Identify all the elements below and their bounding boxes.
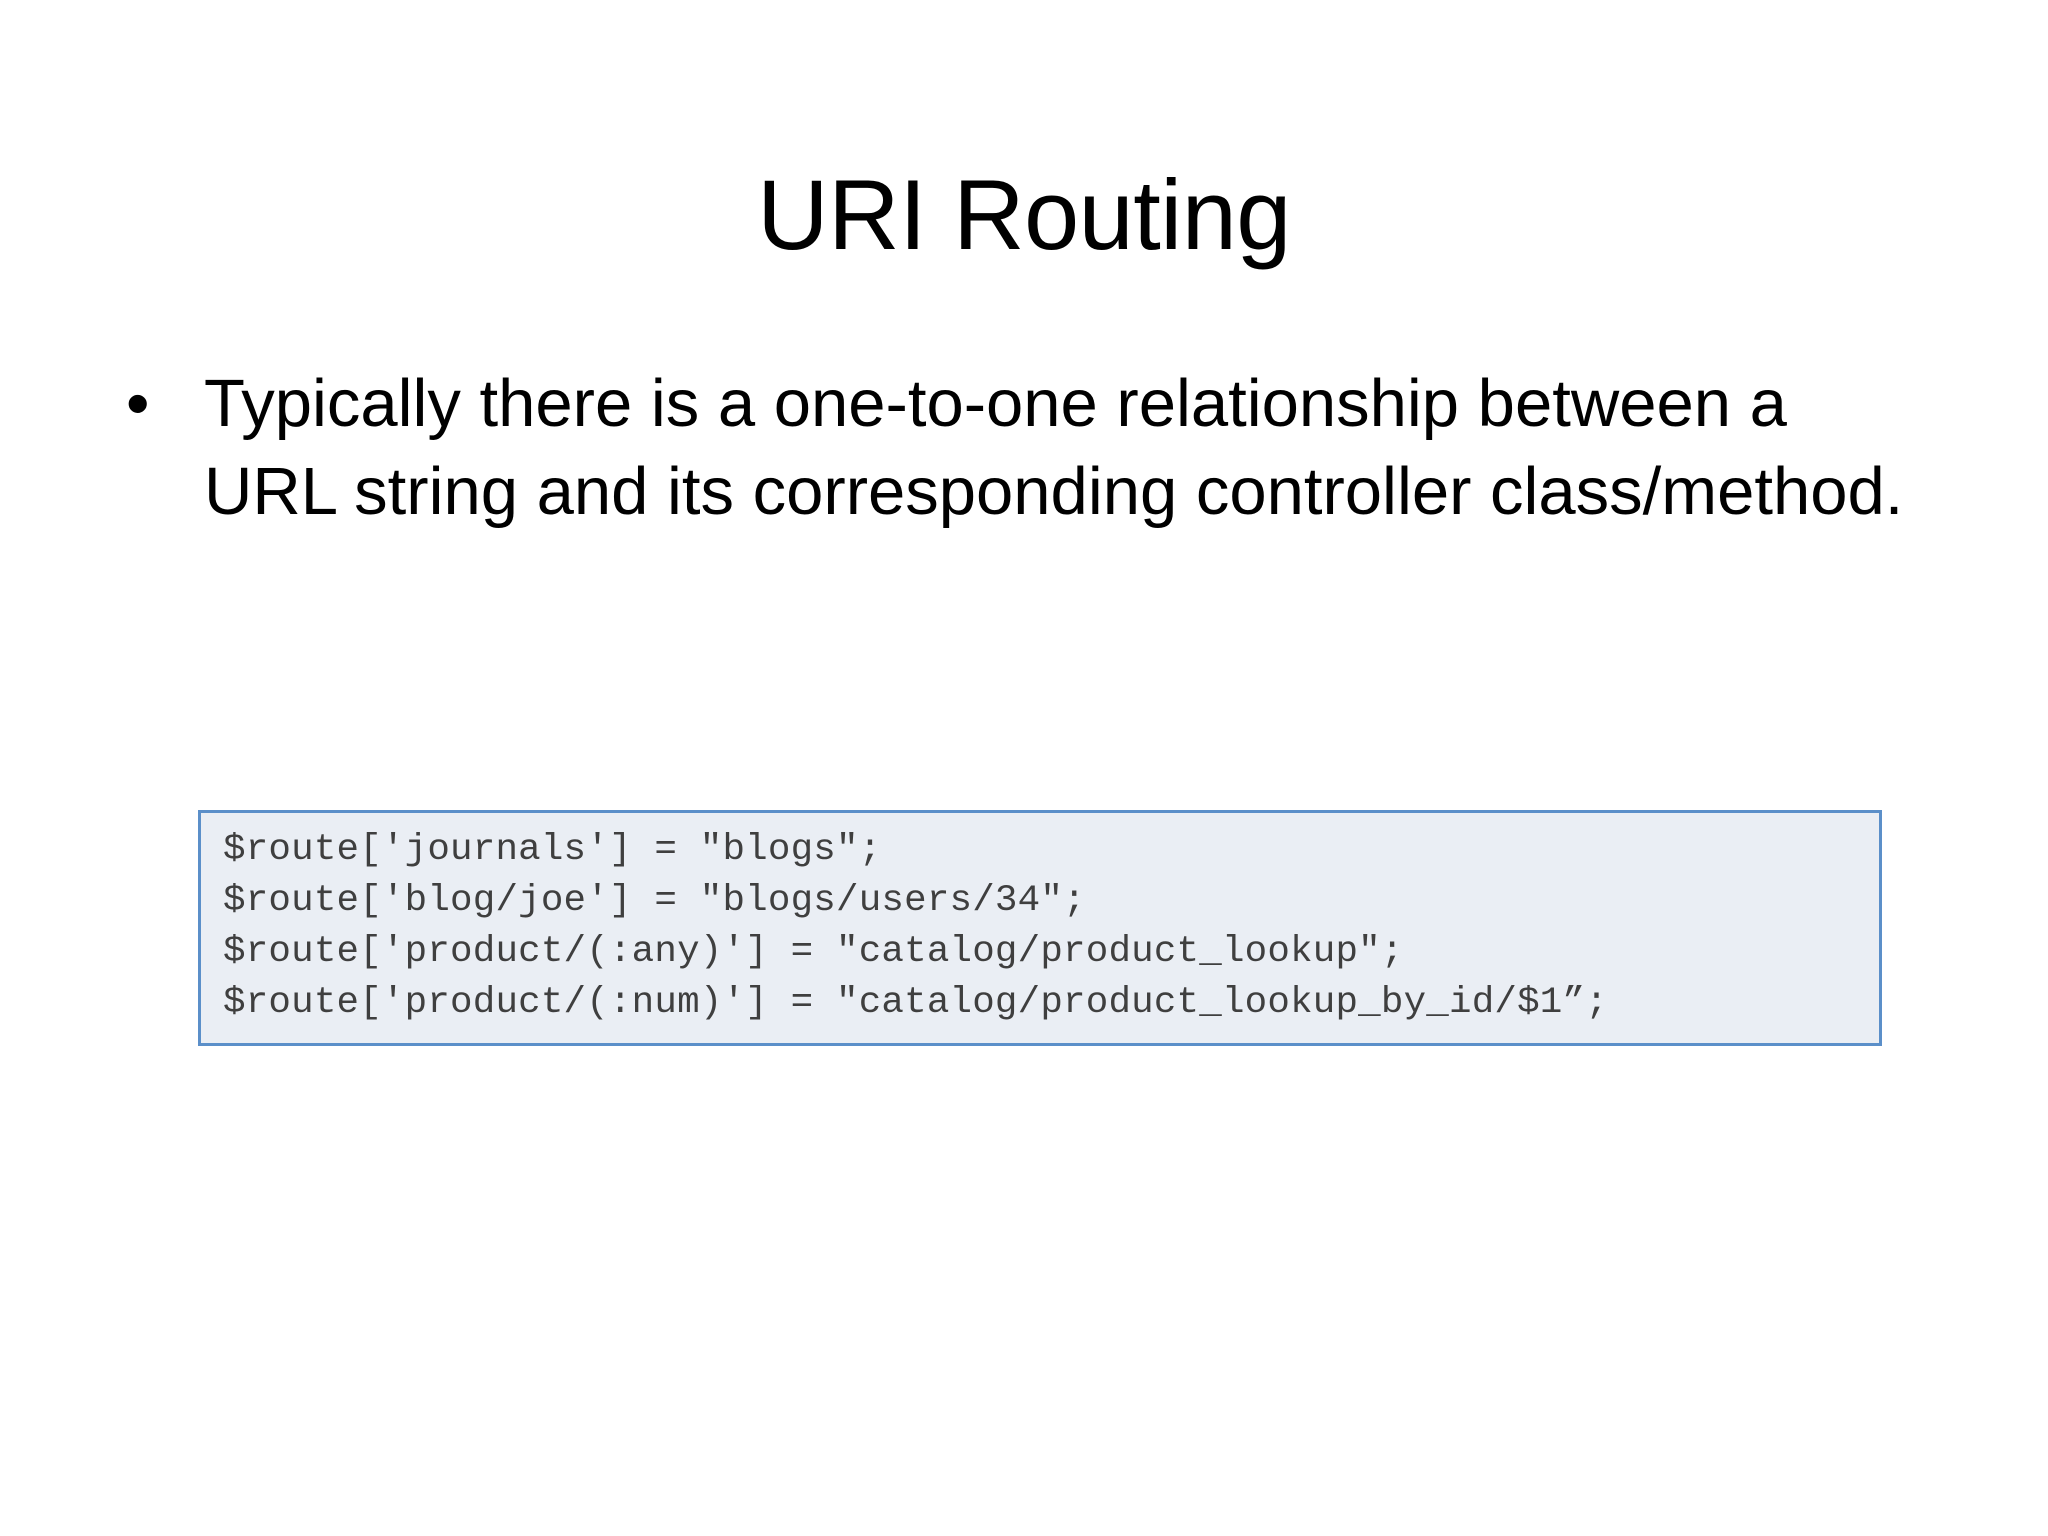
code-block: $route['journals'] = "blogs"; $route['bl…: [198, 810, 1882, 1046]
code-line: $route['blog/joe'] = "blogs/users/34";: [223, 880, 1086, 922]
page-title: URI Routing: [757, 159, 1291, 271]
code-line: $route['product/(:num)'] = "catalog/prod…: [223, 982, 1608, 1024]
bullet-list: • Typically there is a one-to-one relati…: [112, 360, 1942, 537]
list-item: • Typically there is a one-to-one relati…: [112, 360, 1942, 537]
bullet-item-label: Typically there is a one-to-one relation…: [204, 366, 1904, 530]
code-line: $route['product/(:any)'] = "catalog/prod…: [223, 931, 1404, 973]
code-line: $route['journals'] = "blogs";: [223, 829, 882, 871]
bullet-point-icon: •: [126, 366, 150, 441]
